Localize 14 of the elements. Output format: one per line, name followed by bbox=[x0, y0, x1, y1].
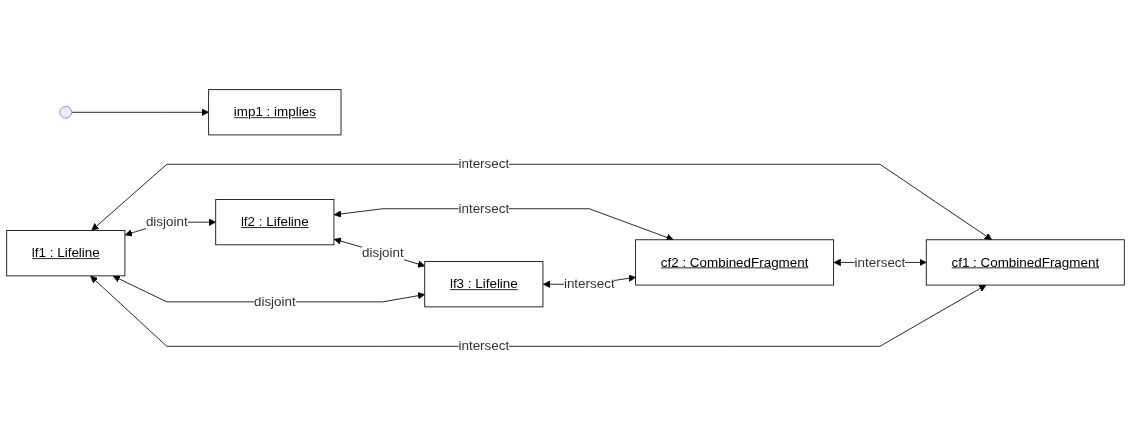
node-box: cf2 : CombinedFragment bbox=[635, 239, 835, 286]
node-box: lf2 : Lifeline bbox=[215, 199, 335, 246]
edge-label: intersect bbox=[458, 201, 510, 216]
edge-label: intersect bbox=[458, 338, 510, 354]
node-box: cf1 : CombinedFragment bbox=[925, 239, 1125, 286]
node-box: lf3 : Lifeline bbox=[424, 261, 544, 308]
edge-label: intersect bbox=[854, 254, 906, 270]
edge-label: intersect bbox=[458, 156, 510, 171]
edge-label: disjoint bbox=[145, 214, 188, 229]
edge-label: disjoint bbox=[253, 294, 296, 309]
edge-label: disjoint bbox=[361, 245, 404, 260]
edge-label: intersect bbox=[563, 276, 615, 291]
node-box: lf1 : Lifeline bbox=[6, 230, 126, 277]
node-box: imp1 : implies bbox=[208, 89, 342, 136]
